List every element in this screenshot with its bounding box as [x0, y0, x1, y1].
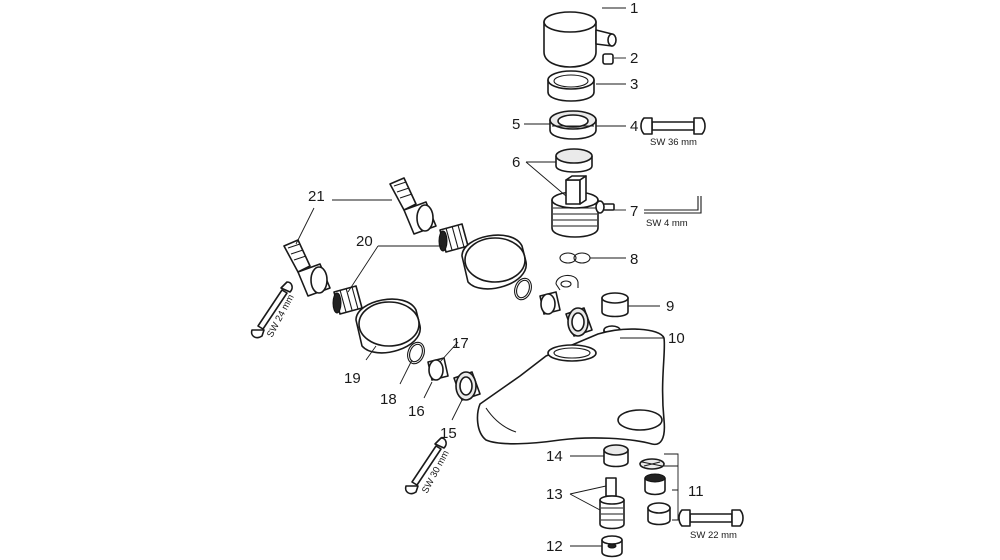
part-14-insert	[603, 444, 629, 468]
label-sw-22: SW 22 mm	[690, 530, 737, 541]
part-7-screw	[595, 200, 615, 214]
callout-13: 13	[546, 486, 563, 503]
callout-20: 20	[356, 233, 373, 250]
leader-lines	[295, 7, 679, 547]
label-sw-4: SW 4 mm	[646, 218, 688, 229]
part-21-eccentric-lower	[283, 239, 331, 297]
mixer-body	[476, 328, 666, 446]
part-3-ring	[547, 70, 595, 102]
callout-10: 10	[668, 330, 685, 347]
part-12-nipple	[601, 535, 623, 558]
callout-19: 19	[344, 370, 361, 387]
callout-12: 12	[546, 538, 563, 555]
callout-11: 11	[688, 483, 704, 500]
part-1-handle	[543, 11, 617, 68]
callout-14: 14	[546, 448, 563, 465]
part-20-flow-stop-upper	[438, 223, 469, 253]
callout-17: 17	[452, 335, 469, 352]
part-20-flow-stop-lower	[332, 285, 363, 315]
part-11-aerator	[639, 458, 671, 526]
wrench-icon-30	[404, 437, 447, 495]
part-19-rosette-upper	[461, 234, 527, 290]
callout-5: 5	[512, 116, 520, 133]
part-4-5-nut	[549, 110, 597, 140]
callout-4: 4	[630, 118, 638, 135]
part-19-rosette-lower	[355, 298, 421, 354]
part-15-nut-upper	[565, 307, 593, 337]
callout-16: 16	[408, 403, 425, 420]
part-6-cartridge	[551, 148, 599, 238]
part-16-connector-upper	[539, 291, 561, 315]
callout-18: 18	[380, 391, 397, 408]
wrench-icon-36	[640, 117, 706, 135]
label-sw-36: SW 36 mm	[650, 137, 697, 148]
part-16-connector-lower	[427, 357, 449, 381]
tool-labels: SW 36 mm SW 4 mm SW 24 mm SW 30 mm SW 22…	[265, 137, 737, 541]
callout-8: 8	[630, 251, 638, 268]
wrench-icon-24	[250, 281, 293, 339]
part-18-oring-upper	[514, 277, 532, 301]
part-2-screw	[602, 53, 614, 65]
part-9-cap	[601, 292, 629, 318]
part-8-seals	[555, 252, 591, 291]
part-21-eccentric-upper	[389, 177, 437, 235]
part-15-nut-lower	[453, 371, 481, 401]
part-18-oring-lower	[407, 341, 425, 365]
callout-3: 3	[630, 76, 638, 93]
callout-21: 21	[308, 188, 325, 205]
callout-1: 1	[630, 0, 638, 17]
part-13-diverter	[599, 477, 625, 530]
hex-key-icon-4	[644, 196, 702, 214]
callout-9: 9	[666, 298, 674, 315]
wrench-icon-22	[678, 509, 744, 527]
callout-7: 7	[630, 203, 638, 220]
callout-6: 6	[512, 154, 520, 171]
callout-15: 15	[440, 425, 457, 442]
callout-2: 2	[630, 50, 638, 67]
callout-numbers: 1 2 3 4 5 6 7 8 9 10 11 12 13 14 15 16 1…	[308, 0, 704, 555]
